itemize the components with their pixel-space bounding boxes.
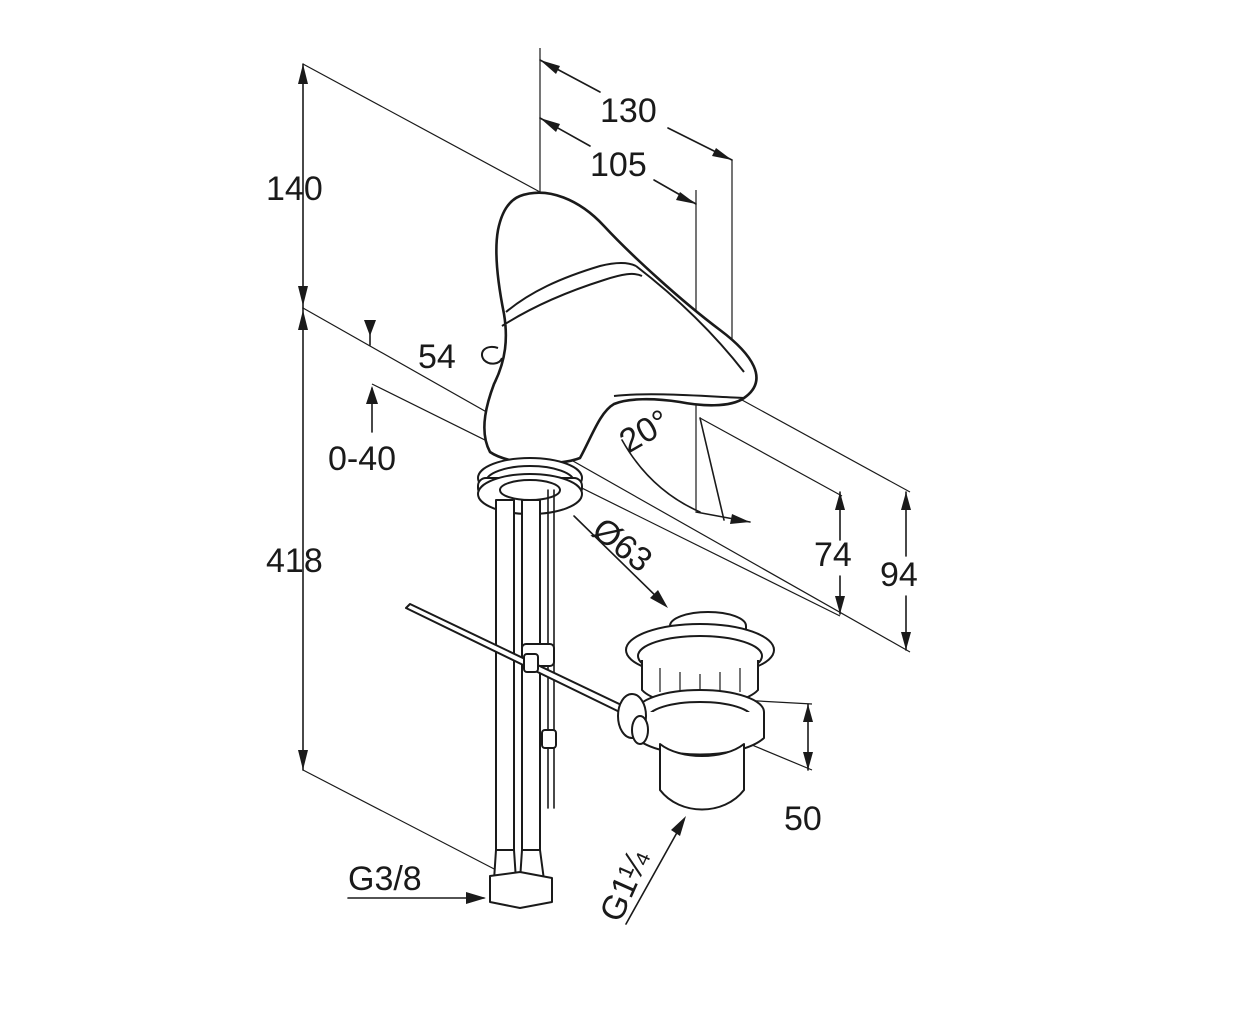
label-94: 94 [880,556,918,594]
dim-line-140 [298,63,308,309]
faucet-body [480,191,758,465]
label-g38: G3/8 [348,860,422,898]
label-54: 54 [418,338,456,376]
label-74: 74 [814,536,852,574]
label-0-40: 0-40 [328,440,396,478]
dim-leader-g38 [347,892,486,904]
dim-leader-63 [573,515,668,608]
dim-line-418 [298,307,308,771]
dim-line-50 [803,703,813,771]
label-105: 105 [590,146,647,184]
dim-angle-20 [621,417,751,524]
label-50: 50 [784,800,822,838]
label-140: 140 [266,170,323,208]
label-20-deg: 20° [613,402,677,461]
label-418: 418 [266,542,323,580]
dim-line-94 [901,491,911,651]
dimension-labels: 130 105 140 54 0-40 418 20° 74 94 Ø63 50… [266,92,918,927]
drain-assembly [617,611,775,811]
supply-hoses [489,489,557,909]
label-130: 130 [600,92,657,130]
dim-line-105 [539,117,697,205]
dim-line-0-40 [366,386,378,433]
dim-line-74 [835,491,845,615]
dim-line-130 [539,59,733,161]
dim-leader-g114 [625,816,686,925]
